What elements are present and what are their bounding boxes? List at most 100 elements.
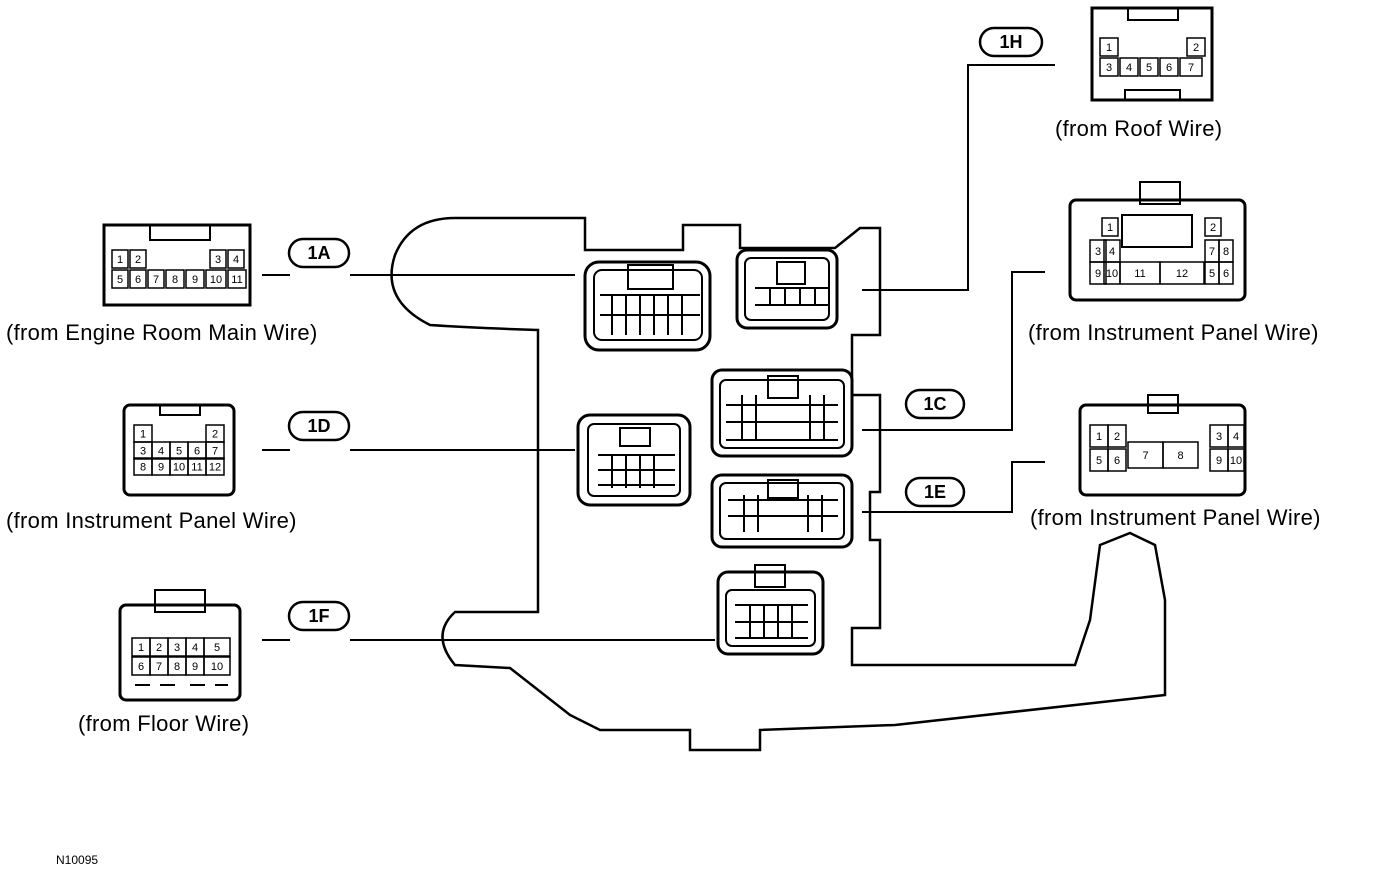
caption-1A: (from Engine Room Main Wire) xyxy=(6,320,318,345)
tag-1F: 1F xyxy=(308,606,330,626)
pin-number: 1 xyxy=(1096,431,1102,443)
tag-1C: 1C xyxy=(923,394,947,414)
pin-number: 11 xyxy=(191,462,202,474)
pin-number: 3 xyxy=(1095,246,1101,258)
figure-code: N10095 xyxy=(56,853,99,867)
leader-1H xyxy=(862,64,1055,291)
pin-cell xyxy=(165,269,185,289)
tag-1H: 1H xyxy=(999,32,1023,52)
pin-number: 8 xyxy=(174,661,180,673)
pin-number: 10 xyxy=(210,274,222,286)
pin-number: 4 xyxy=(158,446,164,458)
pin-cell xyxy=(203,637,231,657)
pin-cell xyxy=(1139,57,1159,77)
pin-number: 7 xyxy=(1142,450,1148,462)
pin-number: 3 xyxy=(174,642,180,654)
pin-number: 3 xyxy=(140,446,146,458)
pin-cell xyxy=(1107,424,1127,448)
pin-number: 8 xyxy=(1223,246,1229,258)
pin-number: 7 xyxy=(1209,246,1215,258)
pin-cell xyxy=(205,457,225,476)
junction-block-outline xyxy=(390,216,1167,752)
tag-ovals xyxy=(287,26,1044,632)
pin-number: 4 xyxy=(1126,62,1132,74)
pin-number: 2 xyxy=(212,429,218,441)
pin-cell xyxy=(1159,261,1205,285)
pin-number: 9 xyxy=(192,274,198,286)
pin-number: 3 xyxy=(1216,431,1222,443)
pin-number: 2 xyxy=(135,254,141,266)
pin-number: 6 xyxy=(1223,268,1229,280)
jb-socket-1A xyxy=(583,260,712,352)
tag-1F-oval xyxy=(287,600,351,632)
jb-socket-1F xyxy=(716,564,825,656)
pin-cell xyxy=(1099,37,1119,57)
tag-1A: 1A xyxy=(307,243,331,263)
pin-number: 7 xyxy=(1188,62,1194,74)
pin-number: 5 xyxy=(1096,455,1102,467)
caption-1D: (from Instrument Panel Wire) xyxy=(6,508,297,533)
pin-cell xyxy=(1159,57,1179,77)
leader-1E xyxy=(862,461,1045,513)
pin-number: 6 xyxy=(135,274,141,286)
pin-number: 1 xyxy=(1106,42,1112,54)
pin-number: 2 xyxy=(1210,222,1216,234)
pin-cell xyxy=(1218,261,1234,285)
pin-number: 9 xyxy=(192,661,198,673)
pin-cell xyxy=(227,249,245,269)
pin-cell xyxy=(147,269,165,289)
pin-cell xyxy=(129,269,147,289)
pin-number: 8 xyxy=(1177,450,1183,462)
pin-number: 12 xyxy=(1176,268,1188,280)
pin-cell xyxy=(205,441,225,460)
pin-cell xyxy=(1227,424,1245,448)
pin-number: 9 xyxy=(1095,268,1101,280)
pin-number: 4 xyxy=(233,254,239,266)
pin-cell xyxy=(205,269,227,289)
pin-cell xyxy=(1101,217,1119,237)
pin-number: 12 xyxy=(209,462,221,474)
pin-number: 5 xyxy=(1146,62,1152,74)
pin-cell xyxy=(227,269,247,289)
leader-lines xyxy=(262,64,1055,641)
tag-1D: 1D xyxy=(307,416,331,436)
pin-number: 1 xyxy=(140,429,146,441)
jb-socket-1D xyxy=(576,413,692,507)
pin-cell xyxy=(1186,37,1206,57)
pin-number: 1 xyxy=(138,642,144,654)
pin-number: 2 xyxy=(1193,42,1199,54)
tag-1A-oval xyxy=(287,237,351,269)
pin-number: 10 xyxy=(1230,455,1242,467)
pin-number: 7 xyxy=(156,661,162,673)
pin-number: 8 xyxy=(140,462,146,474)
caption-1E: (from Instrument Panel Wire) xyxy=(1030,505,1321,530)
pin-number: 8 xyxy=(172,274,178,286)
pin-cell xyxy=(1204,217,1222,237)
pin-number: 5 xyxy=(214,642,220,654)
pin-number: 6 xyxy=(1114,455,1120,467)
pin-number: 5 xyxy=(176,446,182,458)
pin-cell xyxy=(1162,441,1199,469)
jb-sockets xyxy=(576,248,854,656)
pin-cell xyxy=(1099,57,1119,77)
pin-number: 7 xyxy=(212,446,218,458)
pin-cell xyxy=(185,269,205,289)
leader-1C xyxy=(862,271,1045,431)
caption-1H: (from Roof Wire) xyxy=(1055,116,1223,141)
pin-number: 1 xyxy=(1107,222,1113,234)
pin-number: 2 xyxy=(1114,431,1120,443)
pin-cell xyxy=(1179,57,1203,77)
tag-1C-oval xyxy=(904,388,966,420)
tag-1E: 1E xyxy=(923,482,947,502)
pin-cell xyxy=(111,269,129,289)
pin-cell xyxy=(209,249,227,269)
pin-number: 10 xyxy=(1106,268,1118,280)
pin-cell xyxy=(111,249,129,269)
pin-number: 9 xyxy=(1216,455,1222,467)
pin-cell xyxy=(1089,261,1107,285)
pin-cell xyxy=(1107,448,1127,472)
